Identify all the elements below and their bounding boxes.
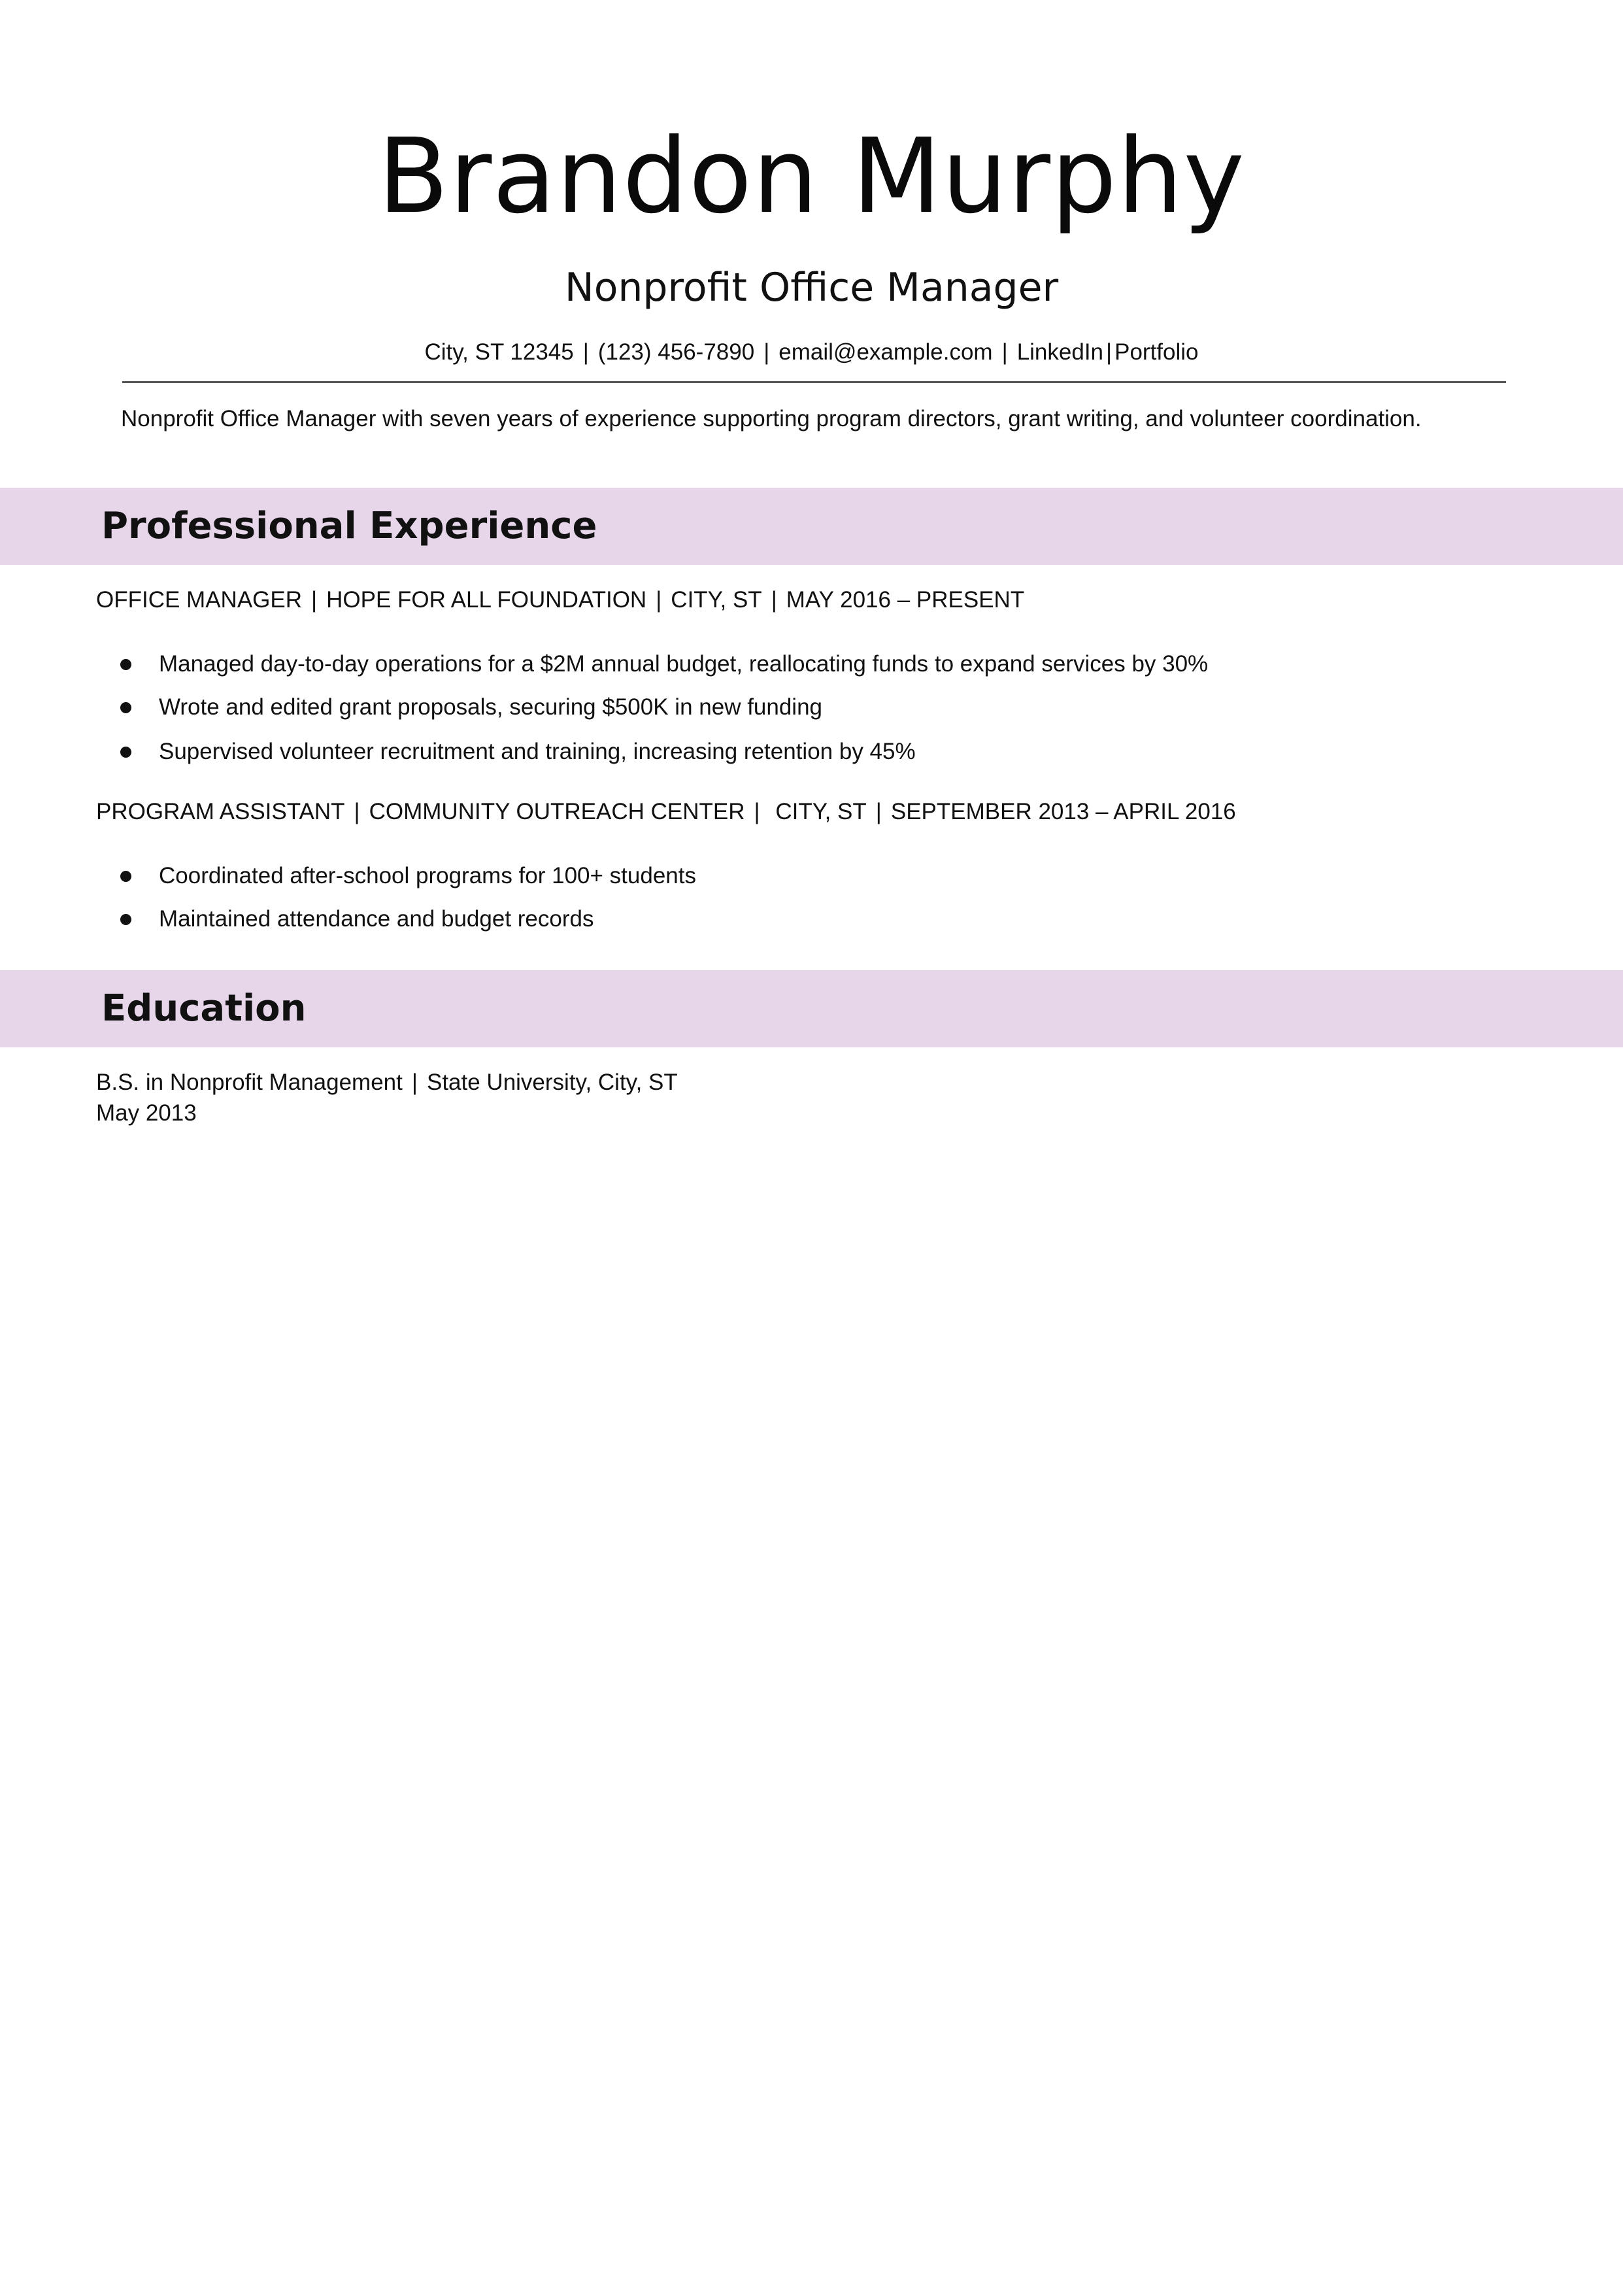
bullet-icon — [120, 747, 131, 758]
job-separator: | — [875, 799, 882, 824]
education-degree-line: B.S. in Nonprofit Management | State Unive… — [96, 1067, 678, 1098]
header-divider — [122, 381, 1506, 383]
job-organization: HOPE FOR ALL FOUNDATION — [326, 587, 647, 613]
contact-address: City, ST 12345 — [424, 339, 574, 365]
candidate-title: Nonprofit Office Manager — [564, 265, 1059, 311]
contact-separator: | — [1001, 339, 1008, 365]
job-header-1: OFFICE MANAGER | HOPE FOR ALL FOUNDATION | C… — [96, 584, 1024, 616]
bullet-text: Maintained attendance and budget records — [159, 906, 594, 932]
job-dates: SEPTEMBER 2013 – APRIL 2016 — [890, 799, 1236, 824]
education-school: State University, City, ST — [426, 1070, 678, 1095]
bullet-icon — [120, 914, 131, 925]
education-degree: B.S. in Nonprofit Management — [96, 1070, 403, 1095]
candidate-name: Brandon Murphy — [378, 116, 1245, 237]
bullet-icon — [120, 871, 131, 882]
job-separator: | — [354, 799, 360, 824]
experience-section-header: Professional Experience — [0, 488, 1623, 565]
education-section-header: Education — [0, 970, 1623, 1047]
job-separator: | — [656, 587, 662, 613]
job-header-2: PROGRAM ASSISTANT | COMMUNITY OUTREACH CEN… — [96, 796, 1236, 828]
bullet-icon — [120, 659, 131, 670]
bullet-text: Supervised volunteer recruitment and tra… — [159, 739, 916, 764]
contact-line: City, ST 12345 | (123) 456-7890 | email@exam… — [0, 337, 1623, 368]
job-role: OFFICE MANAGER — [96, 587, 303, 613]
bullet-text: Wrote and edited grant proposals, securi… — [159, 694, 823, 720]
education-heading: Education — [101, 987, 307, 1030]
education-separator: | — [411, 1070, 418, 1095]
contact-separator: | — [582, 339, 589, 365]
job-location: CITY, ST — [671, 587, 762, 613]
job-location: CITY, ST — [775, 799, 867, 824]
job-separator: | — [771, 587, 777, 613]
job-role: PROGRAM ASSISTANT — [96, 799, 345, 824]
job-dates: MAY 2016 – PRESENT — [786, 587, 1025, 613]
job-separator: | — [311, 587, 318, 613]
bullet-text: Managed day-to-day operations for a $2M … — [159, 651, 1209, 677]
profile-summary: Nonprofit Office Manager with seven year… — [121, 406, 1422, 431]
contact-separator: | — [1106, 339, 1113, 365]
contact-separator: | — [763, 339, 770, 365]
education-date: May 2013 — [96, 1100, 197, 1126]
job-organization: COMMUNITY OUTREACH CENTER — [369, 799, 745, 824]
bullet-text: Coordinated after-school programs for 10… — [159, 863, 696, 888]
contact-email[interactable]: email@example.com — [778, 339, 993, 365]
contact-linkedin[interactable]: LinkedIn — [1016, 339, 1104, 365]
contact-phone: (123) 456-7890 — [597, 339, 755, 365]
job-separator: | — [754, 799, 760, 824]
bullet-icon — [120, 702, 131, 713]
contact-portfolio[interactable]: Portfolio — [1114, 339, 1199, 365]
experience-heading: Professional Experience — [101, 505, 597, 547]
